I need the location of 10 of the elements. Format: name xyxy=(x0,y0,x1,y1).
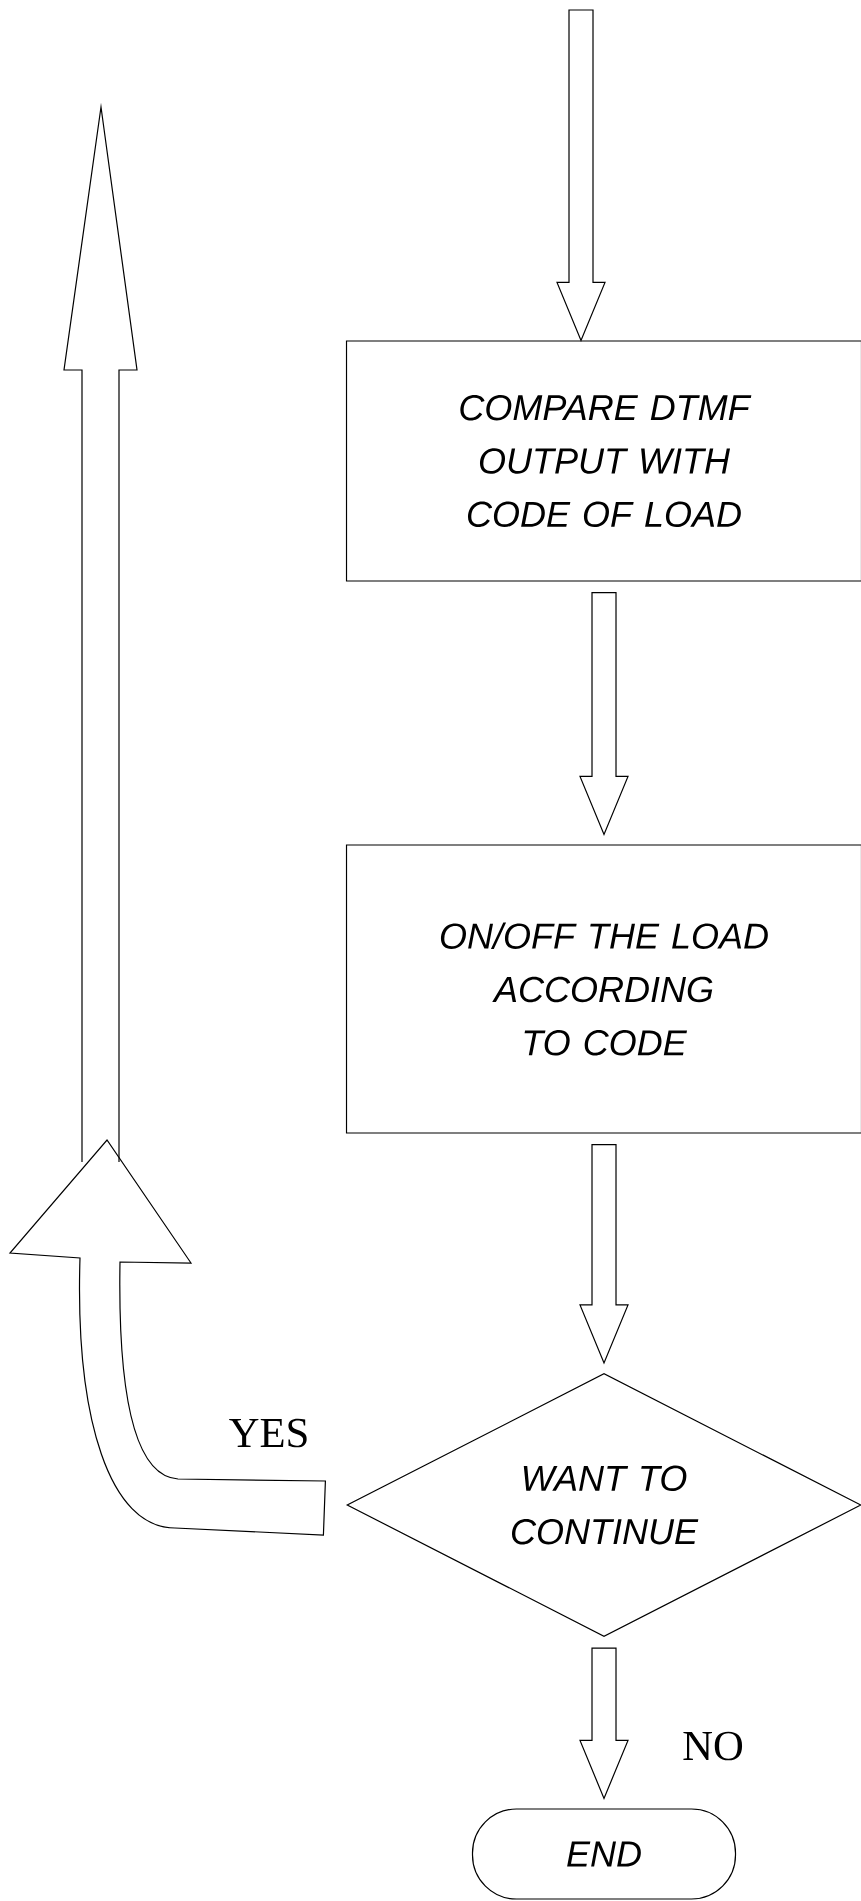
process-box: COMPARE DTMF OUTPUT WITH CODE OF LOAD xyxy=(345,340,861,582)
process-box: ON/OFF THE LOAD ACCORDING TO CODE xyxy=(345,844,861,1134)
edge-label: YES xyxy=(227,1417,311,1449)
edge-label: NO xyxy=(680,1730,746,1762)
block-arrow xyxy=(556,9,606,342)
block-arrow xyxy=(9,1139,326,1536)
block-arrow xyxy=(579,592,629,836)
block-arrow xyxy=(579,1647,629,1800)
terminal-box: END xyxy=(471,1808,737,1900)
block-arrow xyxy=(579,1144,629,1365)
